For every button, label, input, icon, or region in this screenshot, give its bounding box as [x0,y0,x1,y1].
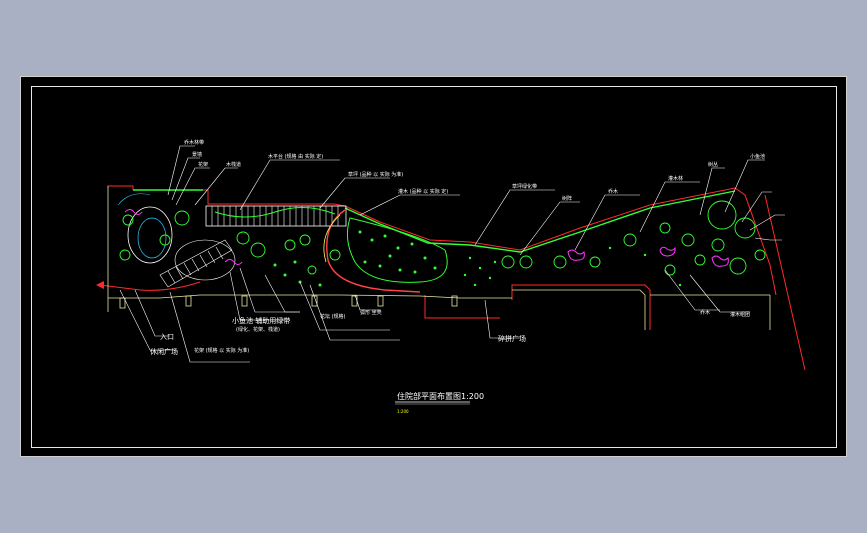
label-trees-right: 乔木 [700,309,710,316]
label-paved-plaza: 碎拼广场 [498,334,526,343]
leader-lines [119,145,785,363]
site-boundary [99,185,806,371]
lawn-oval [346,217,448,283]
label-tree-array: 树阵 [562,195,572,202]
label-plaza: 休闲广场 [150,347,178,356]
label-flower-bed: 花坛 (规格) [320,313,346,320]
label-trees-belt: 乔木林带 [184,139,204,146]
label-feature-wall: 景墙 [192,151,202,158]
label-boardwalk: 木栈道 [226,161,241,168]
shrub-clusters [124,209,729,267]
label-pond-small: 小鱼池 [750,153,765,160]
entrance-arrow [96,281,104,289]
label-fish-pond-belt: 小鱼池 辅助用绿带 [232,316,290,325]
drawing-frame [20,76,847,457]
fish-pond [117,193,236,281]
label-pond-detail: (绿化、花架、栈道) [236,326,280,333]
pergola-deck [205,205,347,227]
label-arc-bench: 弧形 坐凳 [360,309,382,316]
label-shrub-group: 灌木组团 [730,311,750,318]
groundcover-dots [273,230,682,287]
label-trees: 乔木 [608,188,618,195]
label-wood-deck: 木平台 (规格 由 实际 定) [268,153,323,160]
label-pergola-note: 花架 (规格 以 实际 为准) [194,347,249,354]
arc-path [323,209,421,293]
label-shrub-forest: 灌木林 [668,175,683,182]
label-lawn-belt: 草坪绿化带 [512,183,537,190]
boardwalk [159,239,233,288]
drawing-scale: 1:200 [397,409,409,414]
label-lawn: 草坪 (品种 以 实际 为准) [348,171,403,178]
label-entrance: 入口 [160,333,174,341]
drawing-title: 住院部平面布置图1:200 [397,391,484,401]
plan-labels: 乔木林带 景墙 花架 木栈道 木平台 (规格 由 实际 定) 草坪 (品种 以 … [150,139,765,356]
drawing-inner-border [31,86,837,448]
drawing-title-block: 住院部平面布置图1:200 1:200 [395,391,484,414]
label-shrubs: 灌木 (品种 以 实际 定) [398,188,448,195]
label-pergola: 花架 [198,161,208,168]
planting-edge [133,189,736,253]
paving-edges [107,186,771,330]
wall-ticks [119,295,458,309]
label-tree-cluster: 树丛 [708,161,718,168]
